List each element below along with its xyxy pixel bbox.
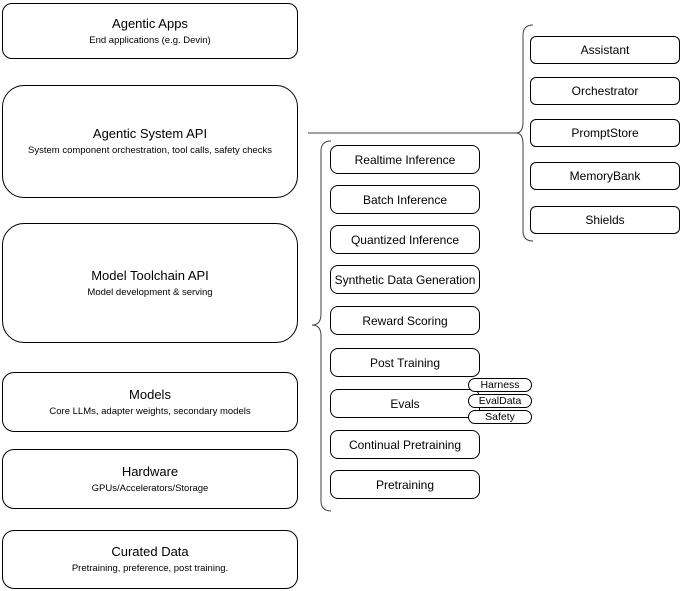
toolchain-box-batch-inference: Batch Inference <box>330 185 480 214</box>
box-label: PromptStore <box>571 126 639 140</box>
box-title: Curated Data <box>111 544 189 559</box>
box-title: Models <box>129 386 171 402</box>
box-label: Quantized Inference <box>350 232 460 247</box>
box-label: Reward Scoring <box>362 313 448 328</box>
box-models: Models Core LLMs, adapter weights, secon… <box>2 372 298 432</box>
box-agentic-apps: Agentic Apps End applications (e.g. Devi… <box>2 3 298 59</box>
box-subtitle: System component orchestration, tool cal… <box>28 145 272 156</box>
toolchain-bracket <box>311 140 332 512</box>
box-label: Synthetic Data Generation <box>334 272 476 287</box>
box-model-toolchain-api: Model Toolchain API Model development & … <box>2 223 298 343</box>
toolchain-box-realtime-inference: Realtime Inference <box>330 145 480 174</box>
box-subtitle: Core LLMs, adapter weights, secondary mo… <box>49 405 251 417</box>
pill-label: Safety <box>485 410 515 423</box>
eval-tag-evaldata: EvalData <box>468 394 532 408</box>
component-box-memorybank: MemoryBank <box>530 162 680 190</box>
box-subtitle: Pretraining, preference, post training. <box>71 563 229 574</box>
box-curated-data: Curated Data Pretraining, preference, po… <box>2 530 298 589</box>
toolchain-box-continual-pretraining: Continual Pretraining <box>330 430 480 459</box>
box-label: Orchestrator <box>571 84 639 98</box>
box-title: Agentic System API <box>92 126 208 141</box>
box-hardware: Hardware GPUs/Accelerators/Storage <box>2 449 298 509</box>
component-box-promptstore: PromptStore <box>530 119 680 147</box>
box-label: Post Training <box>369 355 441 370</box>
component-box-shields: Shields <box>530 206 680 234</box>
toolchain-box-synthetic-data-generation: Synthetic Data Generation <box>330 265 480 294</box>
box-title: Model Toolchain API <box>91 267 209 283</box>
box-label: Assistant <box>580 43 630 57</box>
toolchain-box-evals: Evals <box>330 389 480 418</box>
box-label: Evals <box>390 396 420 411</box>
box-label: Batch Inference <box>362 192 448 207</box>
box-label: Shields <box>585 213 625 227</box>
box-label: Continual Pretraining <box>348 437 462 452</box>
box-label: Pretraining <box>375 477 435 492</box>
component-box-assistant: Assistant <box>530 36 680 64</box>
pill-label: Harness <box>480 378 520 391</box>
box-subtitle: End applications (e.g. Devin) <box>89 34 211 46</box>
box-label: Realtime Inference <box>354 152 456 167</box>
box-title: Agentic Apps <box>112 15 188 31</box>
toolchain-box-post-training: Post Training <box>330 348 480 377</box>
box-label: MemoryBank <box>569 169 641 183</box>
component-box-orchestrator: Orchestrator <box>530 77 680 105</box>
toolchain-box-quantized-inference: Quantized Inference <box>330 225 480 254</box>
toolchain-box-reward-scoring: Reward Scoring <box>330 306 480 335</box>
box-agentic-system-api: Agentic System API System component orch… <box>2 85 298 198</box>
box-subtitle: GPUs/Accelerators/Storage <box>91 482 209 494</box>
box-title: Hardware <box>121 463 179 479</box>
eval-tag-safety: Safety <box>468 410 532 424</box>
eval-tag-harness: Harness <box>468 378 532 392</box>
box-subtitle: Model development & serving <box>87 286 213 298</box>
toolchain-box-pretraining: Pretraining <box>330 470 480 499</box>
pill-label: EvalData <box>478 394 522 407</box>
